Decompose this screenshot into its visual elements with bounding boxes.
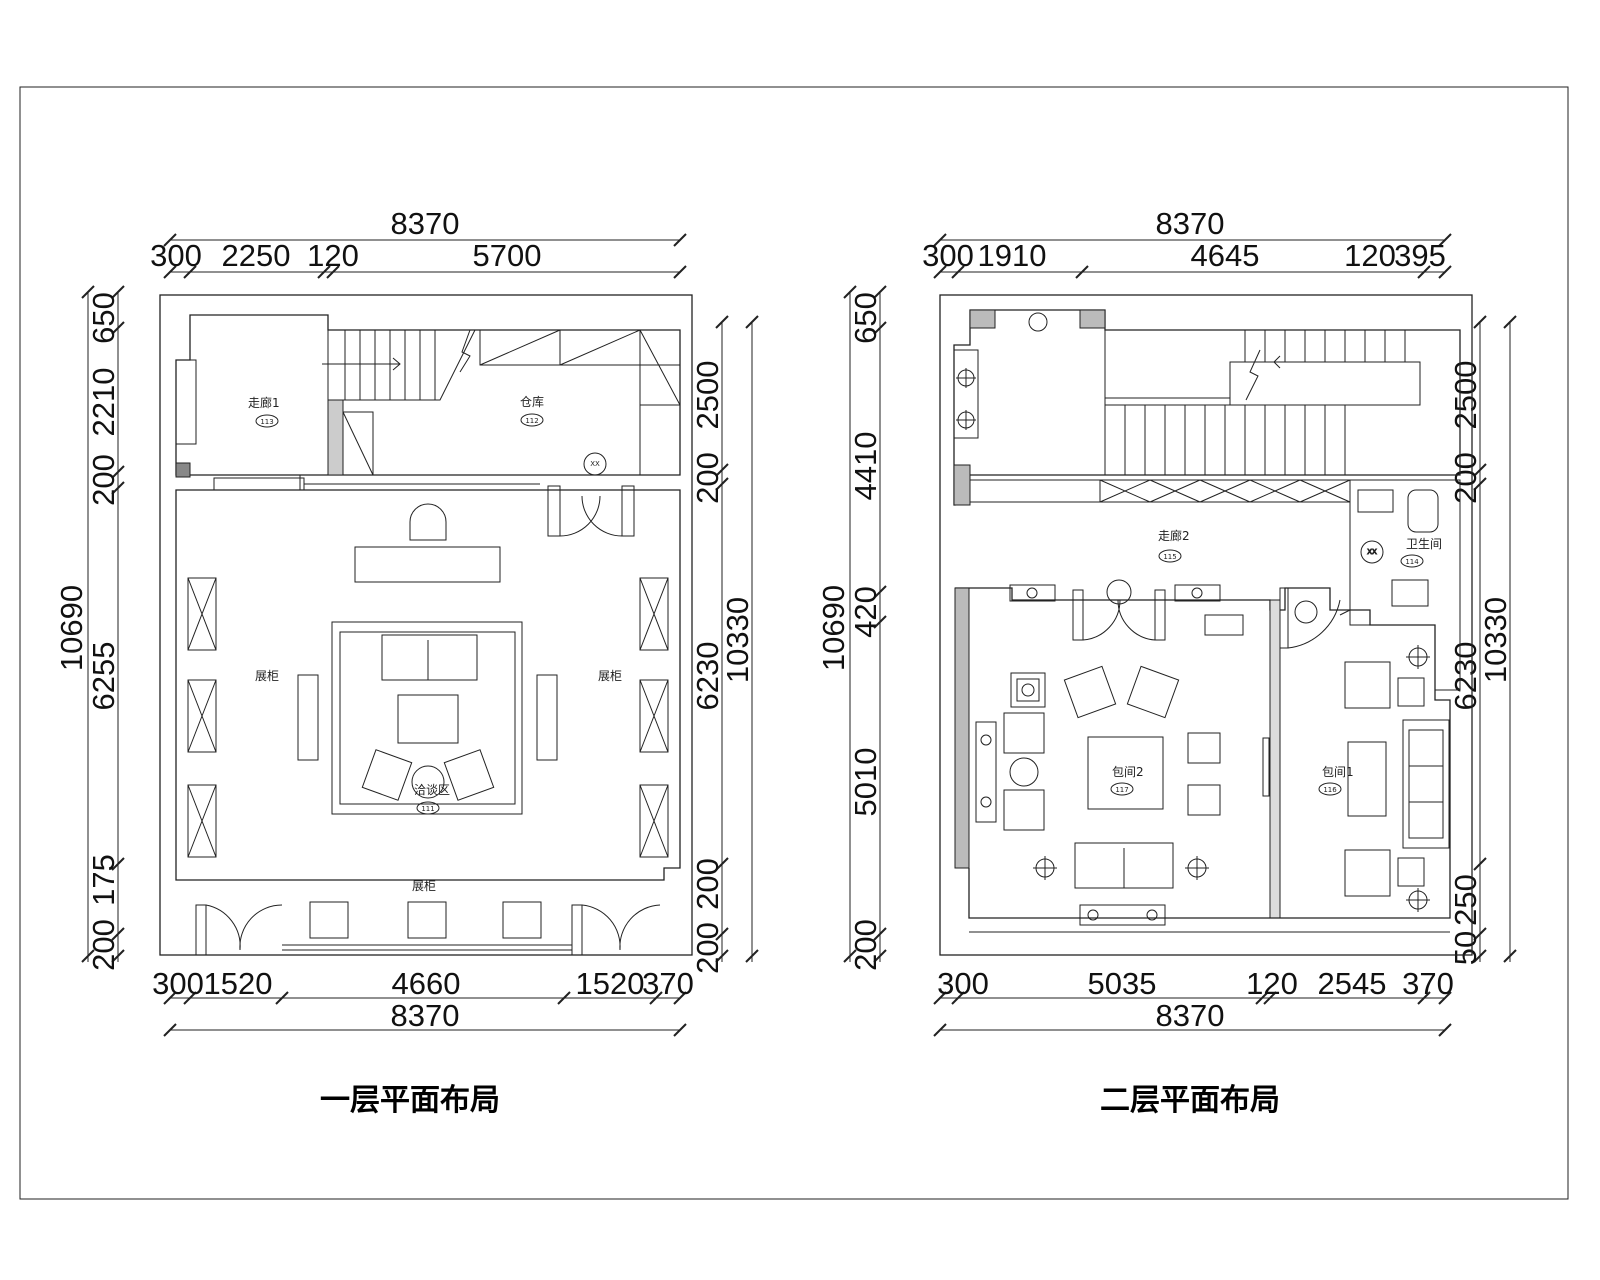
bottom-total-dim: 8370 [1156,998,1225,1033]
left-dim-6: 200 [86,919,121,971]
right-dim-2: 200 [690,452,725,504]
bottom-dim-3: 4660 [392,966,461,1001]
right-total-dim: 10330 [1478,597,1513,683]
top-dim-2: 2250 [222,238,291,273]
room-label: 走廊2 [1158,528,1190,543]
plan-title: 二层平面布局 [1100,1083,1280,1118]
bottom-dim-5: 370 [1402,966,1454,1001]
room-label: 展柜 [412,879,436,893]
top-dim-4: 120 [1344,238,1396,273]
right-dim-2: 200 [1448,452,1483,504]
storefront [195,901,661,956]
right-dim-4: 200 [690,858,725,910]
floor-plan-2: 8370 300 1910 4645 120 395 300 5035 120 … [816,206,1517,1118]
left-total-dim: 10690 [54,585,89,671]
left-dim-1: 650 [848,292,883,344]
left-dim-5: 175 [86,854,121,906]
lounge-area [331,621,523,815]
right-dim-3: 6230 [690,642,725,711]
bottom-dim-1: 300 [152,966,204,1001]
staircase-1 [322,329,476,476]
room-label: 展柜 [598,669,622,683]
sheet-border [19,86,1569,1200]
corridor-cabinets [970,479,1351,503]
private-room-2-furniture [975,665,1270,926]
room-label: 包间1 [1322,765,1354,779]
room-tag: 114 [1405,558,1419,566]
left-dim-2: 2210 [86,368,121,437]
room-label: 展柜 [255,669,279,683]
bottom-dim-4: 2545 [1318,966,1387,1001]
display-cabinets [187,577,669,858]
top-dim-4: 5700 [473,238,542,273]
room-tag: 115 [1163,553,1176,561]
top-dim-2: 1910 [978,238,1047,273]
bottom-dim-1: 300 [937,966,989,1001]
room-walls [954,587,1451,933]
bottom-total-dim: 8370 [391,998,460,1033]
right-dim-3: 6230 [1448,642,1483,711]
top-dim-3: 120 [307,238,359,273]
bottom-dim-4: 1520 [576,966,645,1001]
door-tag: XX [590,460,600,468]
storage-shelves [459,329,681,476]
room-tag: 112 [525,417,538,425]
bottom-dim-2: 1520 [204,966,273,1001]
right-dim-1: 2500 [1448,361,1483,430]
left-dim-2: 4410 [848,432,883,501]
exterior-wall [939,294,1473,956]
top-dim-1: 300 [150,238,202,273]
top-dim-3: 4645 [1191,238,1260,273]
bottom-dim-5: 370 [642,966,694,1001]
right-total-dim: 10330 [720,597,755,683]
left-dim-5: 200 [848,919,883,971]
door-tag: XX [1367,548,1377,556]
staircase-2 [1104,329,1461,476]
left-dim-4: 5010 [848,748,883,817]
room-label: 洽谈区 [414,783,450,797]
room-tag: 116 [1323,786,1337,794]
room-tag: 111 [421,805,434,813]
floor-plan-1: 8370 300 2250 120 5700 300 1520 4660 152… [54,206,759,1118]
left-dim-3: 420 [848,586,883,638]
top-dim-1: 300 [922,238,974,273]
top-dim-5: 395 [1394,238,1446,273]
plan-title: 一层平面布局 [320,1083,500,1118]
exterior-wall [159,294,693,956]
room-tag: 113 [260,418,273,426]
room-label: 走廊1 [248,395,280,410]
room-label: 仓库 [520,394,544,409]
left-dim-4: 6255 [86,642,121,711]
right-dim-5: 50 [1448,931,1483,965]
left-dim-1: 650 [86,292,121,344]
right-dim-1: 2500 [690,361,725,430]
room-label: 包间2 [1112,765,1144,779]
room-label: 卫生间 [1406,537,1442,551]
left-total-dim: 10690 [816,585,851,671]
bottom-dim-2: 5035 [1088,966,1157,1001]
top-total-dim: 8370 [1156,206,1225,241]
private-room-1-furniture [1344,645,1450,912]
bathroom: XX [1339,479,1461,691]
right-dim-4: 250 [1448,874,1483,926]
top-total-dim: 8370 [391,206,460,241]
bottom-dim-3: 120 [1246,966,1298,1001]
room-tag: 117 [1115,786,1128,794]
reception-desk [354,546,501,583]
left-dim-3: 200 [86,454,121,506]
right-dim-5: 200 [690,922,725,974]
